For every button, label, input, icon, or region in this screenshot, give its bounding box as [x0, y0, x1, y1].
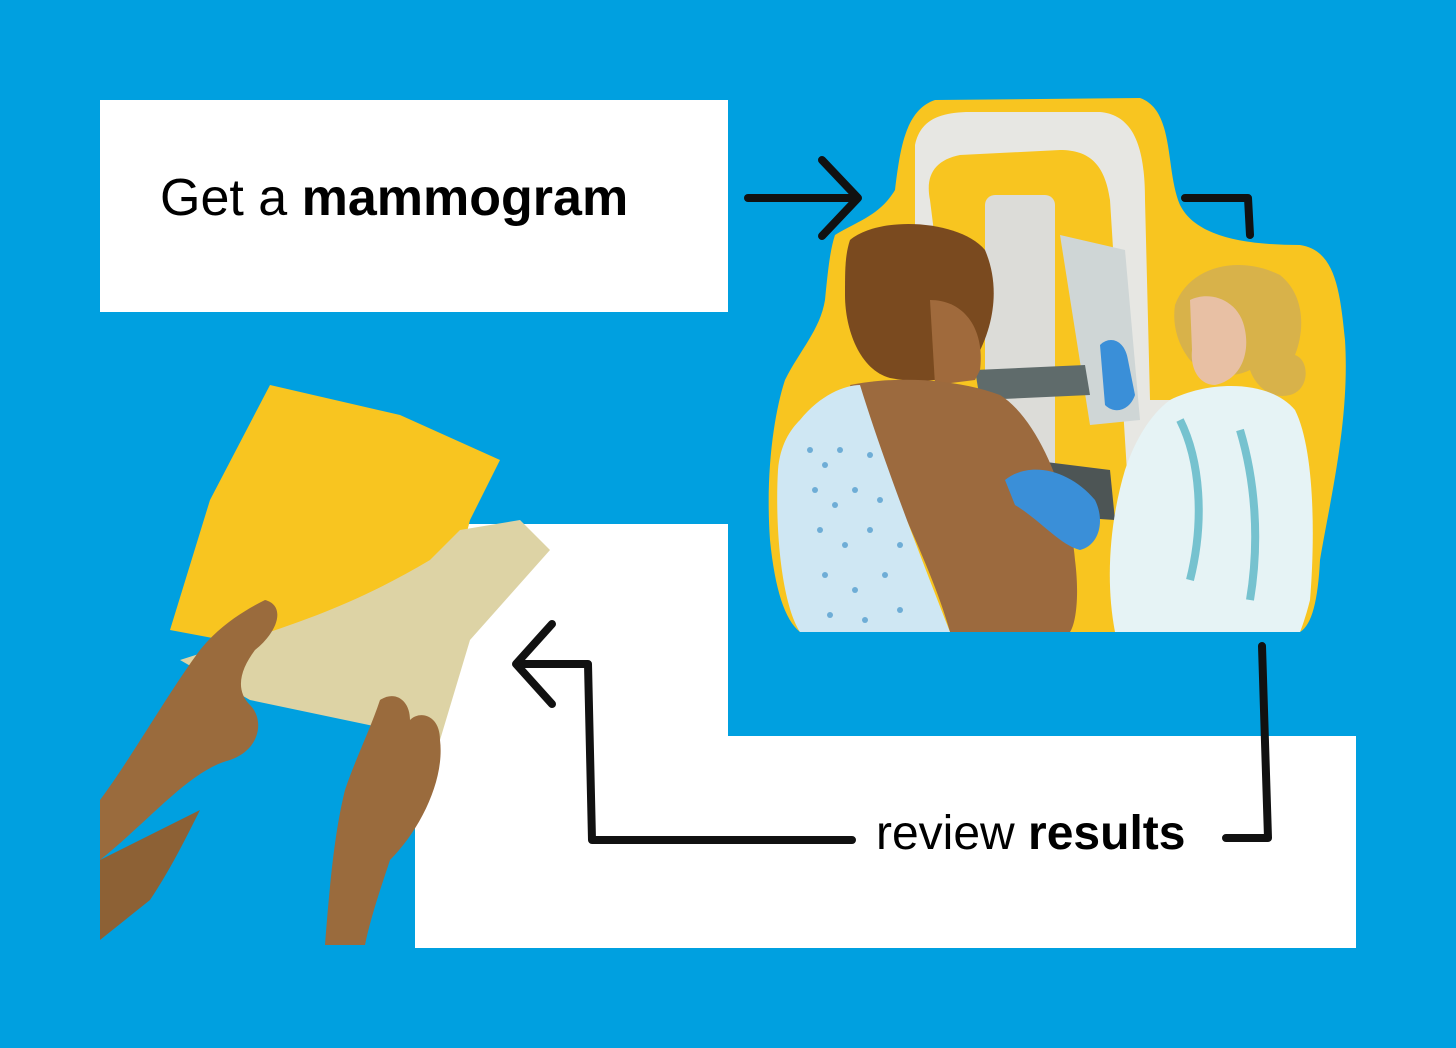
step-get-box: [100, 100, 728, 312]
left-hand: [100, 600, 278, 860]
machine-arm: [915, 112, 1220, 520]
right-hand: [325, 696, 441, 945]
arrow-get-head: [818, 156, 862, 240]
step-get-prefix: Get a: [160, 169, 302, 227]
arrow-review-path: [514, 660, 856, 844]
arrow-top-connector: [1181, 194, 1254, 239]
technician-face: [1190, 296, 1247, 385]
manila-folder: [180, 520, 550, 740]
step-get-label: Get a mammogram: [160, 168, 628, 228]
arrow-review-head: [512, 620, 556, 708]
breast-plate: [975, 365, 1090, 400]
mammogram-exam-illustration: [768, 98, 1346, 632]
hands-holding-folders-illustration: [100, 385, 550, 945]
left-arm: [100, 810, 200, 940]
step-review-box: [415, 736, 1356, 948]
step-get-emphasis: mammogram: [301, 169, 629, 227]
glove-upper: [1100, 340, 1135, 411]
flow-arrows: [512, 156, 1272, 844]
step-review-prefix: review: [876, 807, 1029, 860]
step-review-emphasis: results: [1028, 807, 1186, 860]
coat-shading: [1176, 418, 1260, 601]
patient-neck: [930, 300, 981, 385]
step-review-label: review results: [876, 806, 1185, 861]
arrow-right-connector: [1222, 642, 1272, 842]
glove-lower: [1005, 469, 1100, 550]
patient-gown: [777, 385, 950, 632]
gown-dot-pattern: [807, 447, 903, 623]
technician-coat: [1109, 386, 1313, 632]
patient-back: [850, 379, 1078, 632]
